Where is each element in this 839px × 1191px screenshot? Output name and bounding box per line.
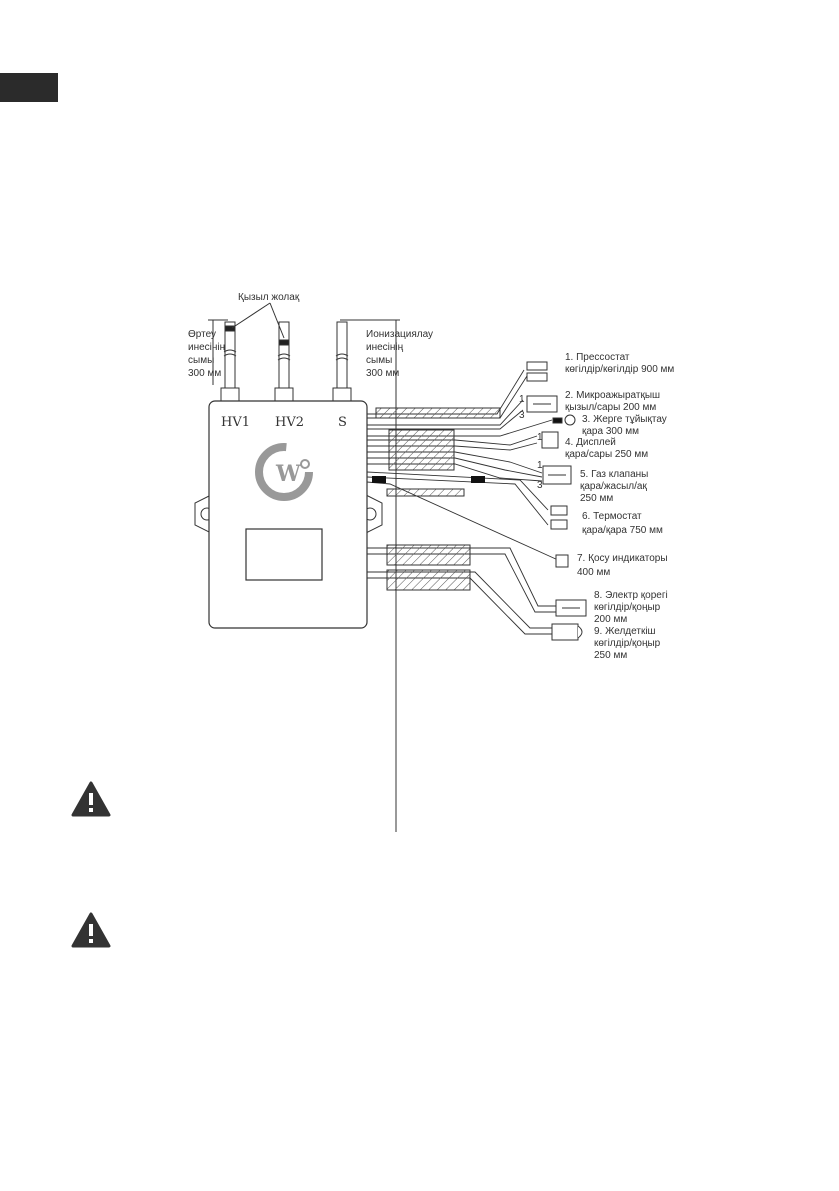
connector-9-line-3: 250 мм (594, 650, 627, 661)
svg-text:W: W (275, 461, 301, 487)
ionization-label-3: сымы (366, 355, 392, 366)
connector-5-line-2: қара/жасыл/ақ (580, 481, 647, 492)
heat-shrink-left (372, 476, 386, 483)
connector-5-line-1: 5. Газ клапаны (580, 469, 648, 480)
ionization-label-2: инесінің (366, 342, 404, 353)
red-stripe-label: Қызыл жолақ (238, 292, 300, 303)
sleeve-8 (386, 544, 471, 566)
display-window (245, 528, 323, 581)
red-stripe-mark (224, 325, 236, 332)
connector-1-line-2: көгілдір/көгілдір 900 мм (565, 364, 674, 375)
s-label: S (338, 415, 347, 430)
dimension-lines (208, 302, 400, 832)
connector-6-line-2: қара/қара 750 мм (582, 525, 663, 536)
connector-7-line-1: 7. Қосу индикаторы (577, 553, 668, 564)
ignition-label-2: инесінің (188, 342, 226, 353)
pin-mark: 1 (537, 432, 543, 443)
hv2-wire (274, 321, 294, 405)
warning-icon (71, 912, 111, 948)
controller-body: W (194, 400, 383, 629)
ignition-label-4: 300 мм (188, 368, 221, 379)
connector-1-line-1: 1. Прессостат (565, 352, 630, 363)
connector-5-line-3: 250 мм (580, 493, 613, 504)
sleeve-1 (375, 407, 501, 419)
s-wire (332, 321, 352, 405)
page-tab-marker (0, 73, 58, 102)
hv1-wire (220, 321, 240, 405)
connector-8-line-3: 200 мм (594, 614, 627, 625)
connector-2-line-1: 2. Микроажыратқыш (565, 390, 660, 401)
connector-4-line-1: 4. Дисплей (565, 437, 616, 448)
pin-mark: 3 (519, 410, 525, 421)
pin-mark: 1 (537, 460, 543, 471)
brand-logo-icon: W (255, 443, 313, 501)
connector-2-line-2: қызыл/сары 200 мм (565, 402, 656, 413)
connector-4-line-2: қара/сары 250 мм (565, 449, 648, 460)
connector-9-line-1: 9. Желдеткіш (594, 626, 656, 637)
ignition-label-3: сымы (188, 355, 214, 366)
pin-mark: 3 (537, 480, 543, 491)
warning-icon (71, 781, 111, 817)
connector-8-line-1: 8. Электр қорегі (594, 590, 668, 601)
connector-9-line-2: көгілдір/қоңыр (594, 638, 661, 649)
connector-3-line-1: 3. Жерге тұйықтау (582, 414, 667, 425)
connector-7-line-2: 400 мм (577, 567, 610, 578)
pin-mark: 1 (519, 394, 525, 405)
ignition-label-1: Өртеу (188, 329, 216, 340)
hv2-label: HV2 (275, 415, 304, 430)
connector-shapes (526, 361, 587, 641)
hv1-label: HV1 (221, 415, 250, 430)
connector-8-line-2: көгілдір/қоңыр (594, 602, 661, 613)
connector-3-line-2: қара 300 мм (582, 426, 639, 437)
connector-6-line-1: 6. Термостат (582, 511, 642, 522)
ionization-label-1: Ионизациялау (366, 329, 433, 340)
sleeve-bundle (388, 429, 455, 471)
heat-shrink-right (471, 476, 485, 483)
sleeve-6 (386, 488, 465, 497)
red-stripe-mark (278, 339, 290, 346)
sleeve-9 (386, 569, 471, 591)
ionization-label-4: 300 мм (366, 368, 399, 379)
